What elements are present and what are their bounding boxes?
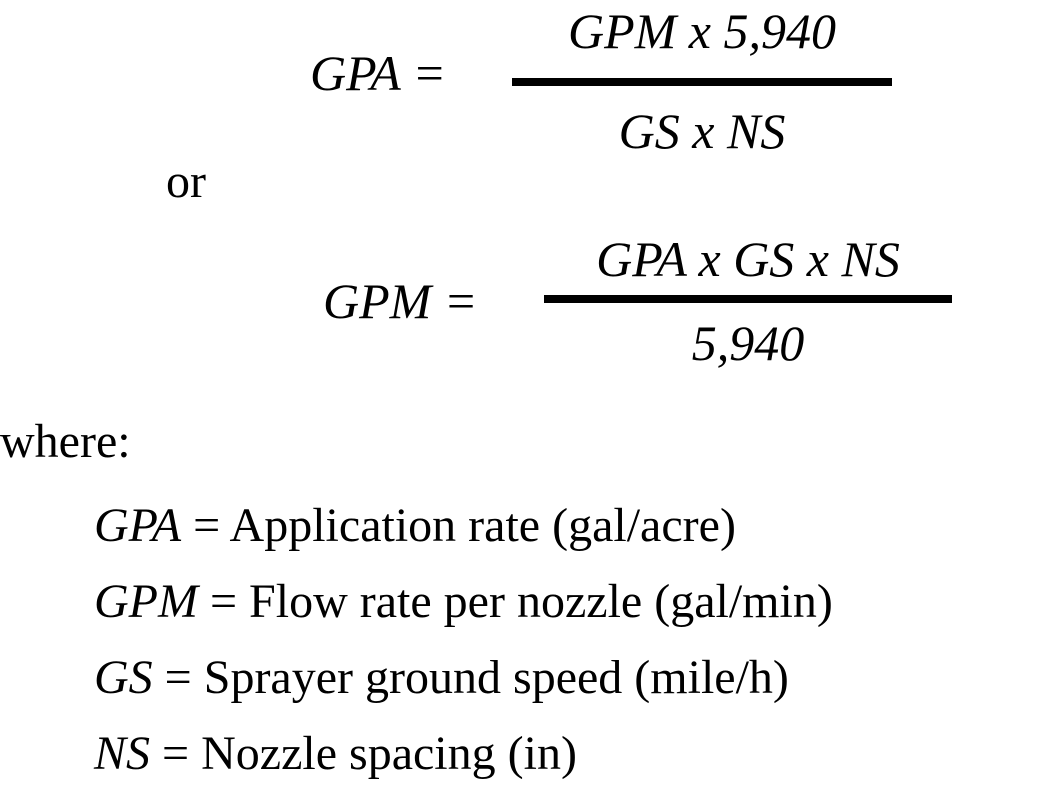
definition-symbol: GPM (94, 575, 198, 628)
definition-meaning: Application rate (gal/acre) (229, 499, 736, 552)
definition-meaning: Nozzle spacing (in) (201, 727, 577, 780)
definition-equals: = (197, 575, 250, 628)
formula-gpa-fraction-bar (512, 78, 892, 86)
formula-gpm-fraction-bar (544, 295, 952, 303)
definition-meaning: Flow rate per nozzle (gal/min) (249, 575, 833, 628)
definition-symbol: GPA (94, 499, 182, 552)
formula-gpa-denominator: GS x NS (618, 103, 786, 159)
definition-meaning: Sprayer ground speed (mile/h) (203, 651, 789, 704)
definition-gpm: GPM = Flow rate per nozzle (gal/min) (94, 578, 833, 626)
definition-equals: = (152, 651, 204, 704)
formula-gpa-numerator: GPM x 5,940 (568, 3, 836, 59)
where-label: where: (0, 415, 131, 468)
formula-gpm-numerator: GPA x GS x NS (596, 231, 900, 287)
formula-gpa-lhs: GPA = (310, 45, 447, 101)
definition-symbol: GS (94, 651, 153, 704)
or-connector: or (166, 155, 206, 208)
definition-symbol: NS (94, 727, 151, 780)
formula-gpm-denominator: 5,940 (691, 315, 805, 371)
formula-gpm-lhs: GPM = (323, 273, 478, 329)
definition-equals: = (181, 499, 230, 552)
definition-ns: NS = Nozzle spacing (in) (94, 730, 577, 778)
definition-equals: = (150, 727, 202, 780)
definition-gs: GS = Sprayer ground speed (mile/h) (94, 654, 789, 702)
definition-gpa: GPA = Application rate (gal/acre) (94, 502, 736, 550)
